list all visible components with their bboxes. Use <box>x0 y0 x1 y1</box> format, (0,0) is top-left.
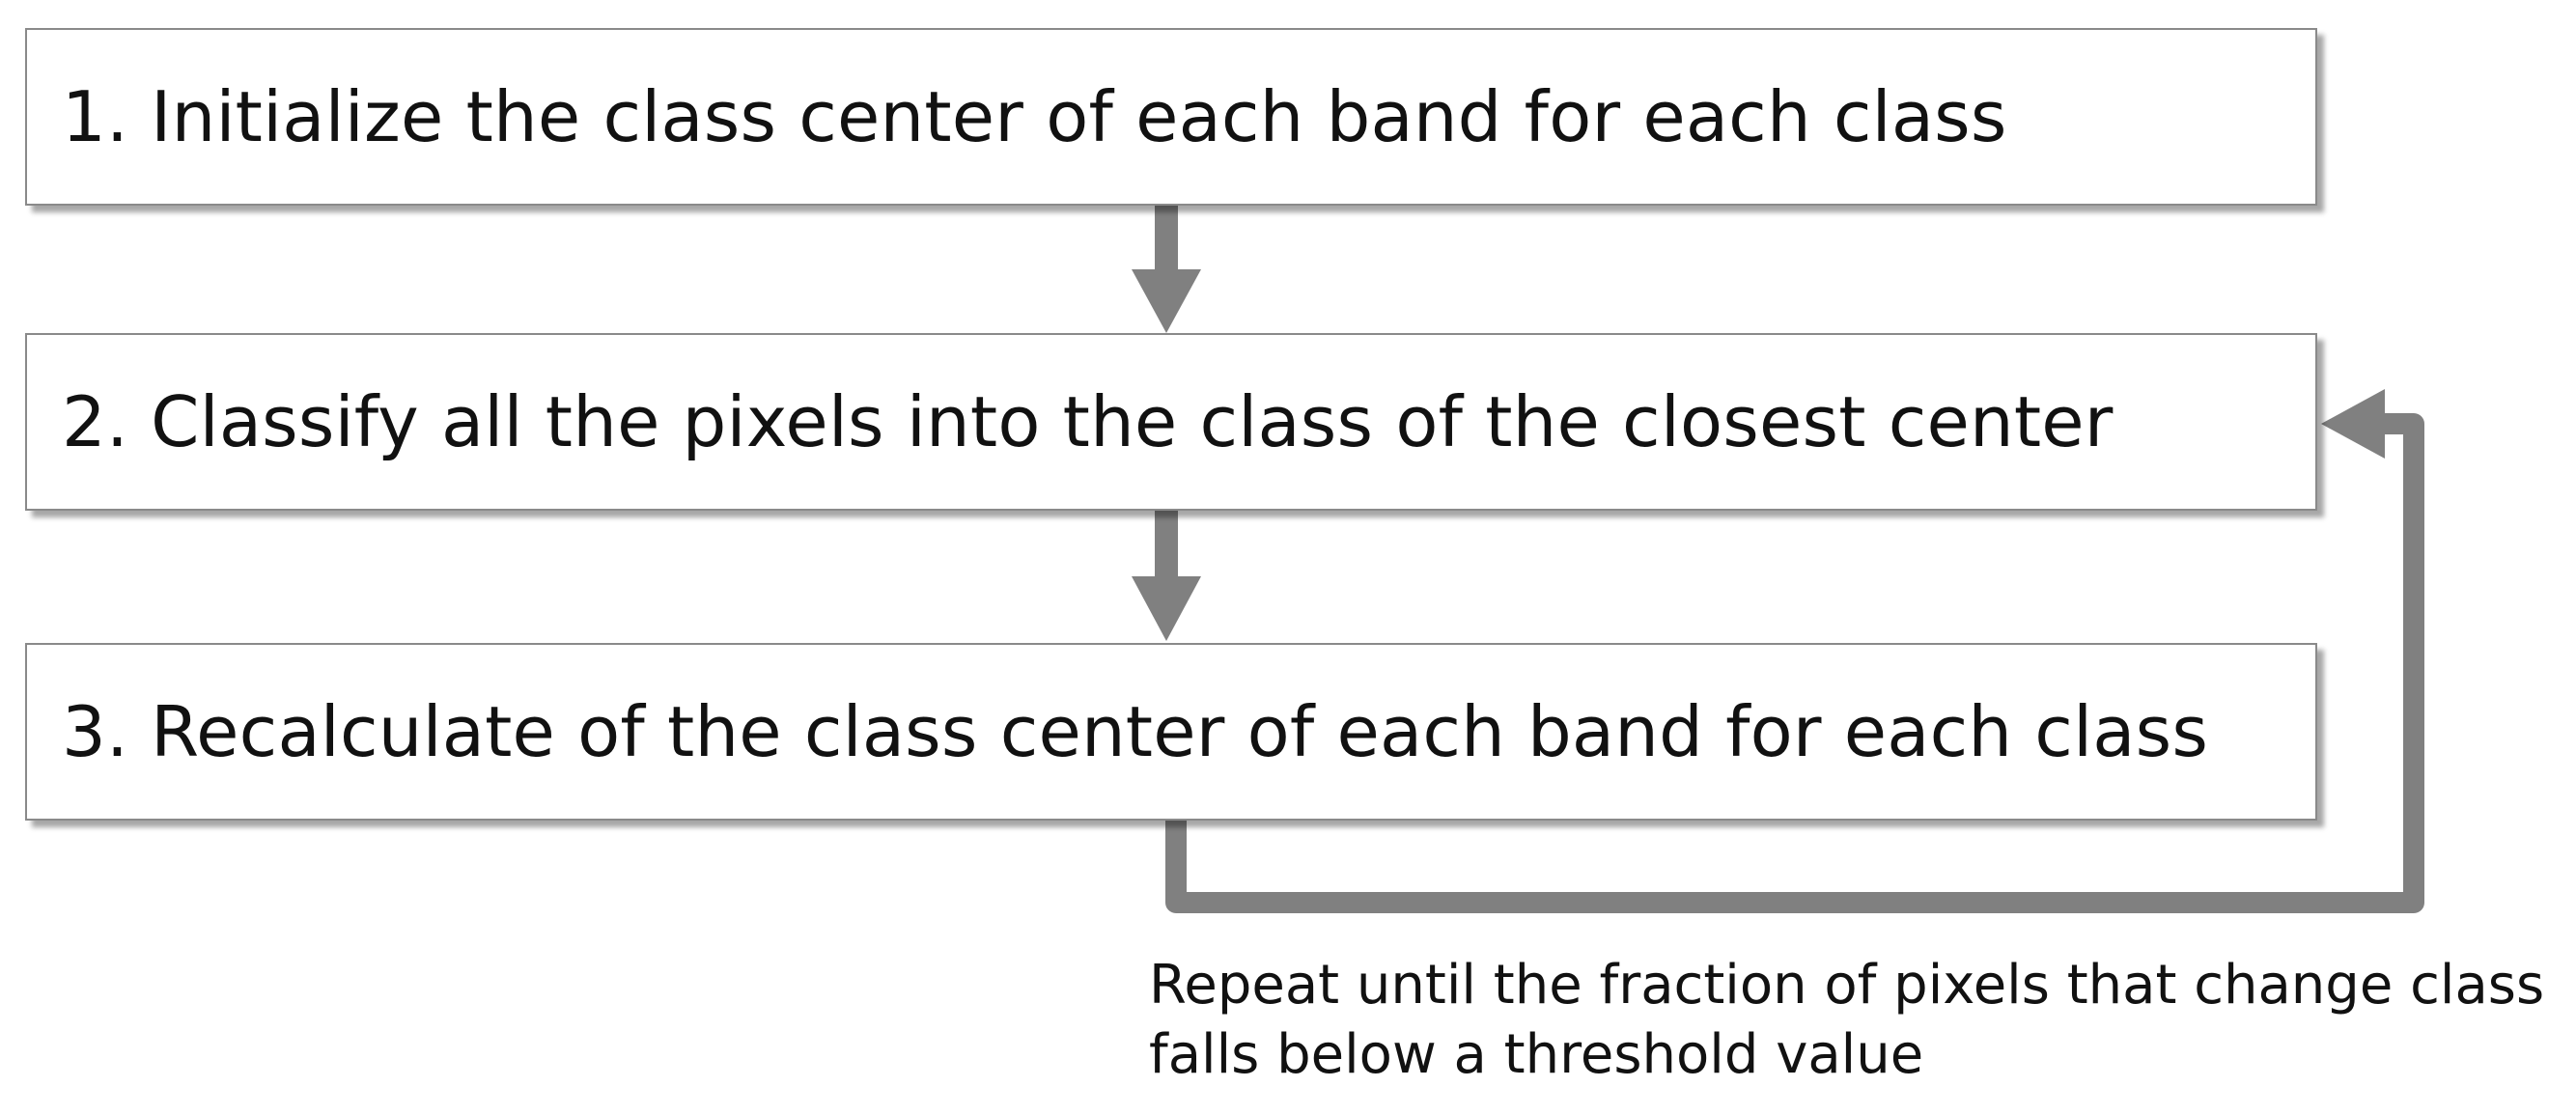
loop-note-line: Repeat until the fraction of pixels that… <box>1149 954 2545 1017</box>
step-box-recalculate: 3. Recalculate of the class center of ea… <box>25 643 2317 821</box>
loop-note-line: falls below a threshold value <box>1149 1023 1924 1086</box>
step-box-initialize: 1. Initialize the class center of each b… <box>25 28 2317 206</box>
step-label: 2. Classify all the pixels into the clas… <box>62 381 2114 462</box>
step-box-classify: 2. Classify all the pixels into the clas… <box>25 333 2317 511</box>
step-label: 3. Recalculate of the class center of ea… <box>62 691 2209 772</box>
arrow-step2-to-step3 <box>1132 511 1201 641</box>
loop-back-arrow <box>1165 389 2424 913</box>
arrow-step1-to-step2 <box>1132 206 1201 333</box>
loop-condition-note: Repeat until the fraction of pixels that… <box>1149 951 2559 1090</box>
step-label: 1. Initialize the class center of each b… <box>62 76 2007 157</box>
